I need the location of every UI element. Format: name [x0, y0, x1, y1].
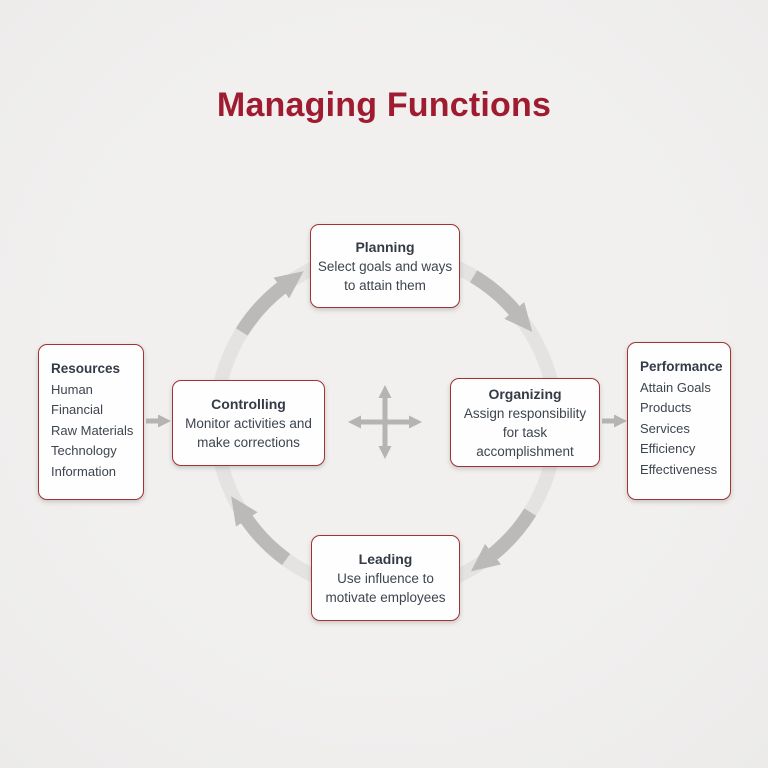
list-item: Attain Goals — [640, 379, 711, 395]
performance-title: Performance — [640, 359, 723, 374]
node-title: Controlling — [211, 395, 286, 412]
list-item: Human — [51, 381, 93, 397]
list-item: Products — [640, 400, 692, 416]
list-item: Effectiveness — [640, 461, 718, 477]
node-description: Assign responsibility for task accomplis… — [463, 405, 587, 459]
cycle-node-leading: Leading Use influence to motivate employ… — [311, 535, 460, 621]
cycle-arrow-controlling-to-planning-icon — [235, 271, 304, 336]
cycle-node-planning: Planning Select goals and ways to attain… — [310, 224, 460, 308]
cycle-arrow-organizing-to-leading-icon — [471, 508, 537, 572]
node-description: Select goals and ways to attain them — [317, 258, 453, 293]
node-description: Use influence to motivate employees — [325, 570, 446, 605]
list-item: Efficiency — [640, 441, 696, 457]
resources-title: Resources — [51, 361, 121, 376]
performance-box: Performance Attain Goals Products Servic… — [627, 342, 731, 500]
cycle-node-controlling: Controlling Monitor activities and make … — [172, 380, 325, 466]
list-item: Technology — [51, 443, 117, 459]
list-item: Raw Materials — [51, 422, 134, 438]
node-title: Leading — [358, 550, 413, 567]
cycle-node-organizing: Organizing Assign responsibility for tas… — [450, 378, 600, 467]
list-item: Information — [51, 463, 117, 479]
performance-list: Attain Goals Products Services Efficienc… — [640, 378, 720, 481]
cycle-arrow-leading-to-controlling-icon — [231, 496, 291, 566]
list-item: Services — [640, 420, 690, 436]
page-title: Managing Functions — [216, 86, 552, 124]
resources-list: Human Financial Raw Materials Technology… — [51, 380, 133, 483]
node-description: Monitor activities and make corrections — [185, 415, 312, 450]
cycle-arrow-planning-to-organizing-icon — [469, 270, 533, 332]
list-item: Financial — [51, 402, 104, 418]
resources-box: Resources Human Financial Raw Materials … — [38, 344, 144, 500]
node-title: Organizing — [488, 385, 562, 402]
four-direction-arrows-icon — [348, 385, 422, 459]
node-title: Planning — [355, 238, 415, 255]
